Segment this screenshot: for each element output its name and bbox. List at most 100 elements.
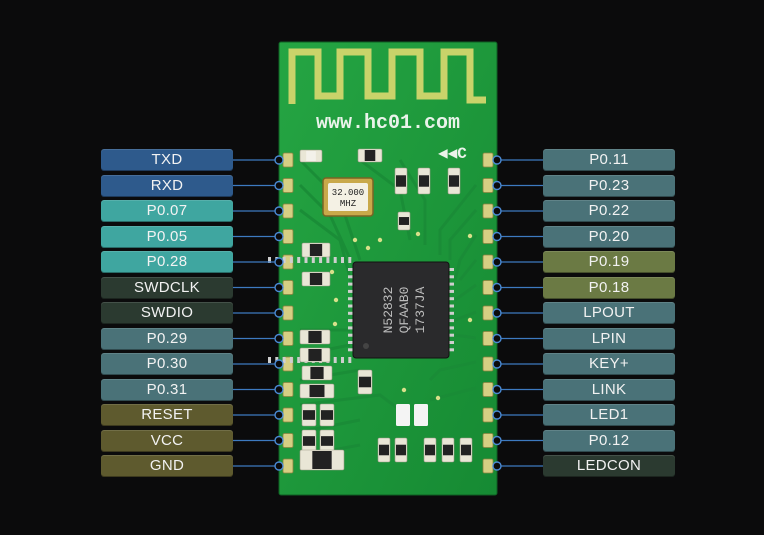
connector-dot	[274, 461, 284, 471]
edge-pad-right	[482, 178, 494, 193]
pin-label-p0-12: P0.12	[543, 429, 675, 452]
chip-pin	[348, 257, 352, 263]
pin-label-p0-23: P0.23	[543, 174, 675, 197]
connector-dot	[492, 359, 502, 369]
chip-pin	[448, 297, 454, 301]
smd-part	[394, 437, 408, 463]
chip-pin	[348, 282, 354, 286]
connector-dot	[492, 155, 502, 165]
chip-pin	[268, 257, 271, 263]
edge-pad-left	[282, 152, 294, 168]
connector-dot	[274, 435, 284, 446]
edge-pad-right	[482, 152, 494, 168]
smd-part	[357, 148, 383, 163]
pin-label-p0-31: P0.31	[101, 378, 233, 401]
antenna-trace	[288, 48, 486, 104]
chip-pin	[448, 333, 454, 337]
edge-pad-left	[282, 458, 294, 474]
pin-label-p0-05: P0.05	[101, 225, 233, 248]
smd-part	[397, 211, 411, 231]
chip-pin	[348, 311, 354, 315]
smd-part	[301, 365, 333, 381]
chip-marking-1: N52832	[381, 287, 396, 334]
edge-pad-right	[482, 229, 494, 244]
pin-label-swdio: SWDIO	[101, 302, 233, 324]
edge-pad-left	[282, 407, 294, 423]
connector-dot	[274, 206, 284, 216]
edge-pad-right	[482, 280, 494, 295]
chip-pin	[348, 268, 354, 271]
smd-part	[319, 429, 335, 453]
connector-dot	[274, 180, 284, 191]
edge-pad-left	[282, 229, 294, 244]
pin-label-lpin: LPIN	[543, 327, 675, 350]
connector-dot	[274, 333, 284, 344]
smd-part	[301, 271, 331, 287]
smd-part	[357, 369, 373, 395]
smd-part	[299, 383, 335, 399]
edge-pad-right	[482, 305, 494, 321]
chip-pin	[333, 257, 337, 263]
pin-label-p0-18: P0.18	[543, 276, 675, 299]
connector-dot	[492, 282, 502, 293]
chip-pin	[348, 357, 352, 363]
edge-pad-right	[482, 356, 494, 372]
chip-pin	[448, 311, 454, 315]
chip-pin	[268, 357, 271, 363]
smd-part	[423, 437, 437, 463]
connector-dot	[274, 308, 284, 318]
edge-pad-left	[282, 280, 294, 295]
pin-label-led1: LED1	[543, 404, 675, 426]
smd-part	[299, 347, 331, 363]
chip-pin	[282, 257, 286, 263]
connector-dot	[492, 308, 502, 318]
chip-pin	[348, 326, 354, 330]
chip-pin	[297, 257, 301, 263]
edge-pad-left	[282, 433, 294, 448]
pin-label-rxd: RXD	[101, 174, 233, 197]
chip-pin	[448, 282, 454, 286]
smd-part	[319, 403, 335, 427]
smd-part	[301, 242, 331, 258]
connector-dot	[274, 231, 284, 242]
pin-label-p0-19: P0.19	[543, 251, 675, 273]
smd-part	[301, 429, 317, 453]
crystal-freq-text: 32.000	[332, 188, 364, 198]
chip-pin	[333, 357, 337, 363]
smd-part	[417, 167, 431, 195]
led-pad	[396, 404, 410, 426]
chip-pin	[448, 348, 454, 352]
pin-label-p0-30: P0.30	[101, 353, 233, 375]
connector-dot	[492, 180, 502, 191]
chip-marking-3: 1737JA	[413, 286, 428, 333]
chip-pin	[304, 257, 308, 263]
chip-pin	[348, 348, 354, 352]
chip-pin	[448, 268, 454, 271]
pin-label-swdclk: SWDCLK	[101, 276, 233, 299]
connector-dot	[274, 359, 284, 369]
chip-pin	[348, 297, 354, 301]
edge-pad-right	[482, 433, 494, 448]
chip-pin	[348, 275, 354, 279]
chip-pin	[448, 326, 454, 330]
chip-pin	[341, 357, 344, 363]
edge-pad-right	[482, 407, 494, 423]
connector-dot	[492, 384, 502, 395]
pin-label-p0-29: P0.29	[101, 327, 233, 350]
smd-part	[447, 167, 461, 195]
connector-dot	[492, 461, 502, 471]
smd-part	[299, 149, 323, 163]
edge-pad-right	[482, 254, 494, 270]
chip-pin	[297, 357, 301, 363]
led-pad	[414, 404, 428, 426]
pin-label-lpout: LPOUT	[543, 302, 675, 324]
edge-pad-right	[482, 203, 494, 219]
chip-pin	[448, 275, 454, 279]
chip-pin	[348, 304, 354, 308]
chip-pin	[282, 357, 286, 363]
connector-dot	[492, 206, 502, 216]
chip-pin	[448, 304, 454, 308]
connector-dot	[492, 333, 502, 344]
